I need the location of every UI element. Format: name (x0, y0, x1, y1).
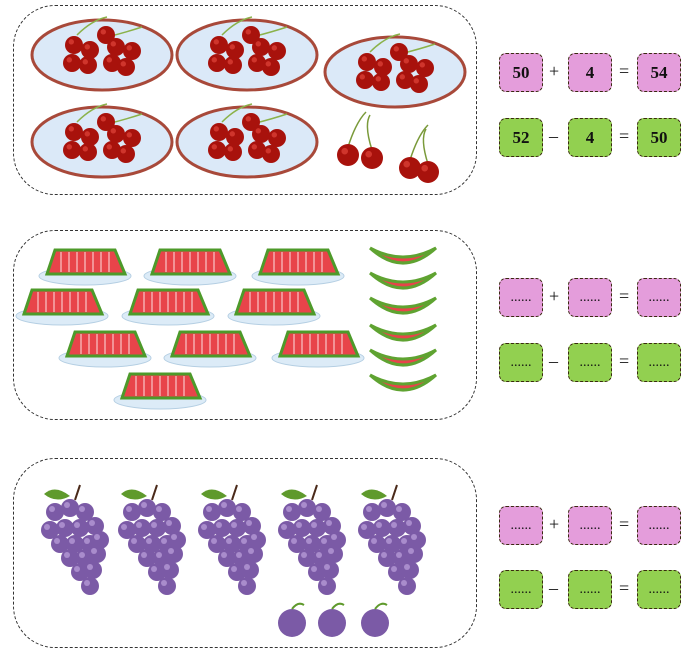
operand-a-box[interactable]: ...... (499, 506, 543, 545)
loose-cherry (417, 128, 439, 183)
operator: + (549, 61, 560, 81)
operand-b-box[interactable]: ...... (568, 506, 612, 545)
result-box[interactable]: ...... (637, 570, 681, 609)
watermelon-rind (368, 323, 438, 342)
operator: – (549, 578, 558, 598)
grape-bunch (358, 484, 426, 595)
cherry-plate (175, 16, 319, 92)
loose-cherry (399, 124, 429, 179)
watermelon-rind (368, 271, 438, 290)
grape-panel (13, 458, 477, 648)
operand-a-box: 52 (499, 118, 543, 157)
grape-bunch (41, 484, 109, 595)
loose-cherry (337, 111, 367, 166)
operand-b-box: 4 (568, 118, 612, 157)
watermelon-plate (58, 330, 152, 368)
result-box[interactable]: ...... (637, 506, 681, 545)
operand-b-box[interactable]: ...... (568, 343, 612, 382)
equals-sign: = (619, 578, 630, 598)
plum (318, 602, 346, 637)
operand-a-box[interactable]: ...... (499, 343, 543, 382)
operator: – (549, 126, 558, 146)
watermelon-panel (13, 230, 477, 420)
operator: – (549, 351, 558, 371)
grape-bunch (278, 484, 346, 595)
watermelon-plate (15, 288, 109, 326)
operand-a-box: 50 (499, 53, 543, 92)
result-box: 50 (637, 118, 681, 157)
watermelon-subtraction-equation: ...... – ...... = ...... (499, 343, 685, 383)
cherry-plate (30, 16, 174, 92)
watermelon-plate (143, 248, 237, 286)
plum (361, 602, 389, 637)
watermelon-rind (368, 348, 438, 367)
grapes-addition-equation: ...... + ...... = ...... (499, 506, 685, 546)
cherry-panel (13, 5, 477, 195)
operand-b-box[interactable]: ...... (568, 570, 612, 609)
watermelon-plate (113, 372, 207, 410)
watermelon-rind (368, 246, 438, 265)
watermelon-plate (227, 288, 321, 326)
equals-sign: = (619, 514, 630, 534)
watermelon-addition-equation: ...... + ...... = ...... (499, 278, 685, 318)
result-box[interactable]: ...... (637, 278, 681, 317)
operand-b-box: 4 (568, 53, 612, 92)
watermelon-plate (271, 330, 365, 368)
cherry-plate (175, 103, 319, 179)
equals-sign: = (619, 126, 630, 146)
operator: + (549, 286, 560, 306)
grapes-subtraction-equation: ...... – ...... = ...... (499, 570, 685, 610)
plum (278, 602, 306, 637)
result-box[interactable]: ...... (637, 343, 681, 382)
result-box: 54 (637, 53, 681, 92)
watermelon-rind (368, 373, 438, 392)
watermelon-plate (38, 248, 132, 286)
operator: + (549, 514, 560, 534)
operand-a-box[interactable]: ...... (499, 278, 543, 317)
equals-sign: = (619, 351, 630, 371)
cherries-subtraction-equation: 52 – 4 = 50 (499, 118, 685, 158)
watermelon-plate (163, 330, 257, 368)
cherry-plate (30, 103, 174, 179)
loose-cherry (361, 114, 383, 169)
operand-b-box[interactable]: ...... (568, 278, 612, 317)
watermelon-rind (368, 296, 438, 315)
watermelon-plate (251, 248, 345, 286)
equals-sign: = (619, 61, 630, 81)
operand-a-box[interactable]: ...... (499, 570, 543, 609)
watermelon-plate (121, 288, 215, 326)
grape-bunch (118, 484, 186, 595)
equals-sign: = (619, 286, 630, 306)
cherries-addition-equation: 50 + 4 = 54 (499, 53, 685, 93)
grape-bunch (198, 484, 266, 595)
cherry-plate (323, 33, 467, 109)
